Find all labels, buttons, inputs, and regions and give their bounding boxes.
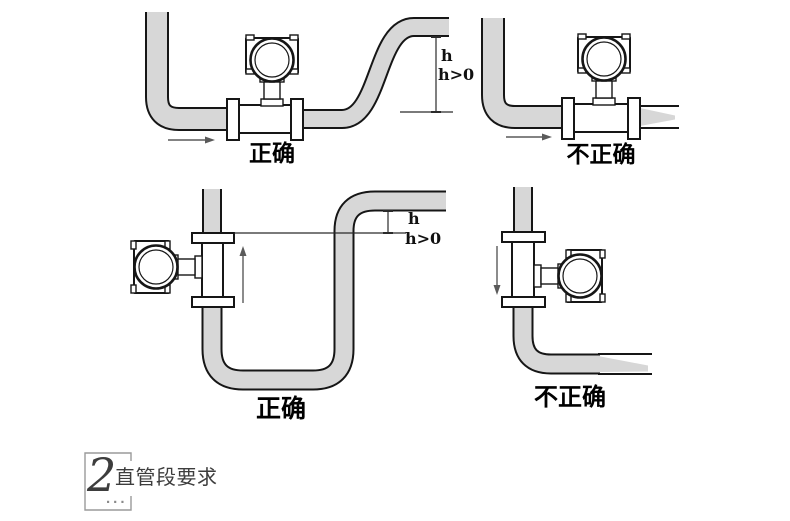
section-heading: 2 直管段要求 ...	[84, 448, 218, 511]
dim-label-h-gt-0: h>0	[405, 229, 441, 248]
flowmeter	[501, 231, 607, 308]
inlet-pipe	[481, 18, 566, 129]
verdict-label: 正确	[256, 394, 306, 423]
diagram-vertical-incorrect: 不正确	[493, 187, 652, 411]
flange	[501, 231, 546, 243]
flange	[561, 97, 575, 140]
dim-label-h: h	[441, 46, 453, 65]
diagram-vertical-correct: h h>0 正确	[129, 189, 446, 423]
flange	[290, 98, 304, 141]
flowmeter	[226, 33, 304, 141]
flowmeter	[561, 32, 641, 140]
diagram-horizontal-incorrect: 不正确	[481, 18, 679, 167]
up-arrow-icon	[239, 246, 247, 303]
section-title: 直管段要求	[115, 466, 218, 489]
meter-body	[573, 103, 629, 133]
meter-body	[201, 241, 224, 299]
section-ellipsis: ...	[106, 490, 128, 507]
height-dimension: h h>0	[234, 209, 441, 248]
section-number: 2	[86, 448, 116, 502]
right-arrow-icon	[168, 136, 215, 144]
flowmeter	[129, 232, 235, 308]
flange	[501, 296, 546, 308]
flange	[226, 98, 240, 141]
verdict-label: 正确	[249, 140, 295, 166]
outlet-elbow-pipe	[512, 305, 652, 375]
meter-body	[238, 104, 292, 134]
transmitter-head-icon	[244, 33, 300, 108]
height-dimension: h h>0	[400, 36, 474, 113]
outlet-riser-pipe	[295, 17, 449, 129]
dim-label-h-gt-0: h>0	[438, 65, 474, 84]
u-bend-riser-pipe	[201, 190, 446, 391]
inlet-pipe	[145, 12, 235, 131]
flange	[191, 296, 235, 308]
meter-body	[511, 241, 535, 298]
verdict-label: 不正确	[567, 141, 636, 167]
heading-box-frame	[84, 452, 132, 511]
dim-label-h: h	[408, 209, 420, 228]
transmitter-head-icon	[576, 32, 632, 107]
outlet-pipe-taper	[640, 105, 679, 129]
flange	[627, 97, 641, 140]
transmitter-head-icon	[129, 239, 204, 295]
down-arrow-icon	[493, 246, 501, 295]
transmitter-head-icon	[532, 248, 607, 304]
verdict-label: 不正确	[534, 384, 606, 411]
right-arrow-icon	[506, 133, 552, 141]
diagram-horizontal-correct: h h>0 正确	[145, 12, 474, 166]
flange	[191, 232, 235, 244]
